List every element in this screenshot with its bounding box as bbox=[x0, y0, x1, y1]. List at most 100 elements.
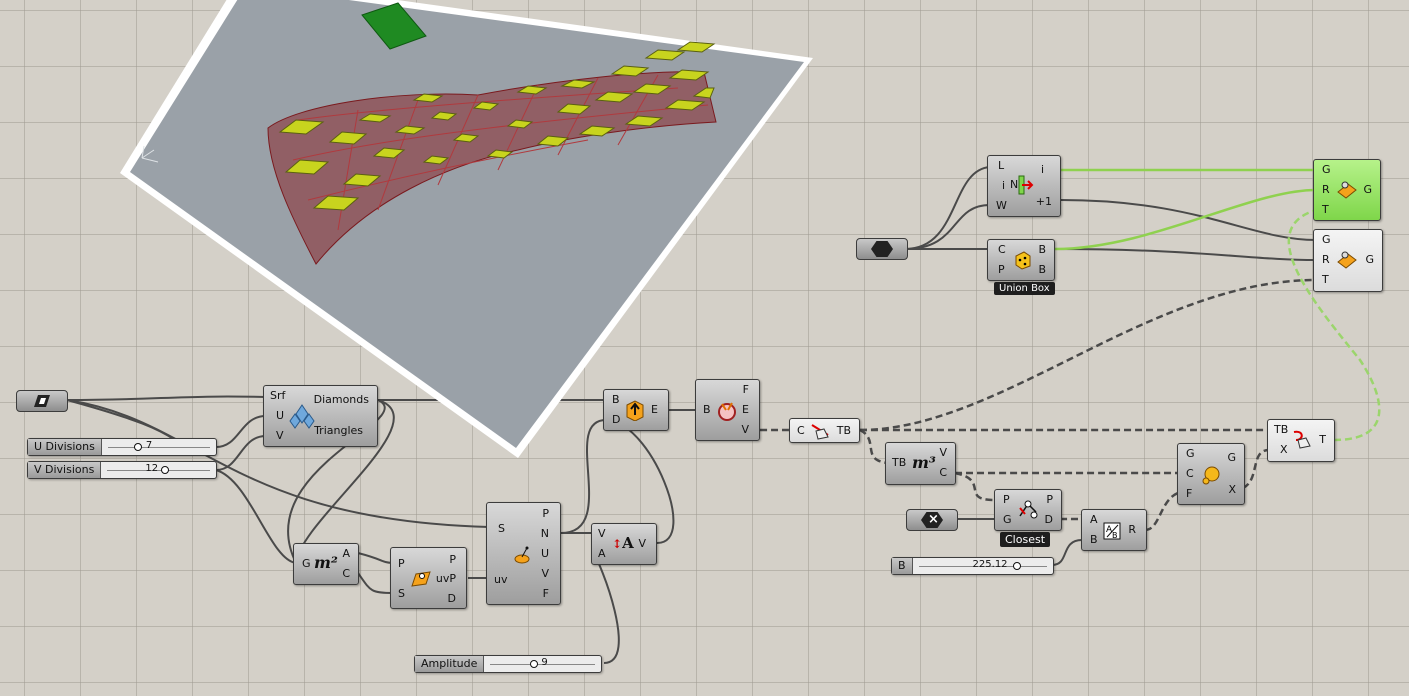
evaluate-surface-component[interactable]: S uv P N U V F bbox=[486, 502, 561, 605]
input-tb[interactable]: TB bbox=[1274, 423, 1289, 436]
goal-component[interactable]: G R T G bbox=[1313, 229, 1383, 292]
diamond-panels-component[interactable]: Srf U V Diamonds Triangles bbox=[263, 385, 378, 447]
slider-knob[interactable] bbox=[133, 443, 142, 451]
input-g[interactable]: G bbox=[1186, 447, 1195, 460]
input-p[interactable]: P bbox=[998, 263, 1005, 276]
output-f[interactable]: F bbox=[542, 587, 549, 600]
output-diamonds[interactable]: Diamonds bbox=[313, 393, 369, 406]
surface-param[interactable] bbox=[16, 390, 68, 412]
input-w[interactable]: W bbox=[996, 199, 1007, 212]
closest-component[interactable]: P G P D bbox=[994, 489, 1062, 531]
output-u[interactable]: U bbox=[540, 547, 549, 560]
area-component[interactable]: G m² A C bbox=[293, 543, 359, 585]
amplitude-component[interactable]: V A ↕A V bbox=[591, 523, 657, 565]
input-a[interactable]: A bbox=[598, 547, 606, 560]
input-d[interactable]: D bbox=[612, 413, 621, 426]
slider-knob[interactable] bbox=[1012, 562, 1021, 570]
deconstruct-brep-component[interactable]: B F E V bbox=[695, 379, 760, 441]
input-b[interactable]: B bbox=[1090, 533, 1098, 546]
output-n[interactable]: N bbox=[540, 527, 549, 540]
input-r[interactable]: R bbox=[1322, 183, 1330, 196]
list-item-component[interactable]: L i W N i +1 bbox=[987, 155, 1061, 217]
slider-track[interactable]: 12 bbox=[101, 462, 216, 478]
surface-closest-point-component[interactable]: P S P uvP D bbox=[390, 547, 467, 609]
output-c[interactable]: C bbox=[342, 567, 350, 580]
output-b[interactable]: B bbox=[1038, 243, 1046, 256]
slider-track[interactable]: 225.12 bbox=[913, 558, 1053, 574]
output-c[interactable]: C bbox=[939, 466, 947, 479]
u-divisions-slider[interactable]: U Divisions 7 bbox=[27, 438, 217, 456]
point-param[interactable]: × bbox=[906, 509, 958, 531]
output-v[interactable]: V bbox=[741, 423, 749, 436]
input-srf[interactable]: Srf bbox=[270, 389, 286, 402]
slider-track[interactable]: 7 bbox=[102, 439, 216, 455]
slider-knob[interactable] bbox=[530, 660, 539, 668]
v-divisions-slider[interactable]: V Divisions 12 bbox=[27, 461, 217, 479]
input-s[interactable]: S bbox=[498, 522, 505, 535]
output-r[interactable]: R bbox=[1128, 523, 1136, 536]
output-p[interactable]: P bbox=[449, 553, 456, 566]
slider-knob[interactable] bbox=[161, 466, 170, 474]
output-v[interactable]: V bbox=[939, 446, 947, 459]
input-i[interactable]: i bbox=[1002, 179, 1006, 192]
input-g[interactable]: G bbox=[302, 557, 311, 570]
output-b2[interactable]: B bbox=[1038, 263, 1046, 276]
slider-track[interactable]: 9 bbox=[484, 656, 601, 672]
input-uv[interactable]: uv bbox=[494, 573, 508, 586]
input-c[interactable]: C bbox=[998, 243, 1006, 256]
input-a[interactable]: A bbox=[1090, 513, 1098, 526]
output-v[interactable]: V bbox=[541, 567, 549, 580]
input-t[interactable]: T bbox=[1322, 203, 1329, 216]
output-e[interactable]: E bbox=[742, 403, 749, 416]
output-g[interactable]: G bbox=[1363, 183, 1372, 196]
input-g[interactable]: G bbox=[1003, 513, 1012, 526]
output-x[interactable]: X bbox=[1228, 483, 1236, 496]
input-s[interactable]: S bbox=[398, 587, 405, 600]
input-l[interactable]: L bbox=[998, 159, 1005, 172]
input-p[interactable]: P bbox=[398, 557, 405, 570]
input-v[interactable]: V bbox=[598, 527, 606, 540]
input-t[interactable]: T bbox=[1322, 273, 1329, 286]
input-g[interactable]: G bbox=[1322, 163, 1331, 176]
output-tb[interactable]: TB bbox=[836, 424, 851, 437]
output-t[interactable]: T bbox=[1319, 433, 1326, 446]
output-e[interactable]: E bbox=[651, 403, 658, 416]
volume-component[interactable]: TB m³ V C bbox=[885, 442, 956, 485]
output-uvp[interactable]: uvP bbox=[435, 572, 456, 585]
output-d[interactable]: D bbox=[447, 592, 456, 605]
input-b[interactable]: B bbox=[612, 393, 620, 406]
input-tb[interactable]: TB bbox=[892, 456, 907, 469]
input-c[interactable]: C bbox=[1186, 467, 1194, 480]
output-p[interactable]: P bbox=[542, 507, 549, 520]
geometry-param[interactable] bbox=[856, 238, 908, 260]
goal-component-selected[interactable]: G R T G bbox=[1313, 159, 1381, 221]
input-u[interactable]: U bbox=[276, 409, 285, 422]
output-p[interactable]: P bbox=[1046, 493, 1053, 506]
extrude-component[interactable]: B D E bbox=[603, 389, 669, 431]
input-b[interactable]: B bbox=[703, 403, 711, 416]
input-g[interactable]: G bbox=[1322, 233, 1331, 246]
output-g[interactable]: G bbox=[1365, 253, 1374, 266]
input-f[interactable]: F bbox=[1186, 487, 1193, 500]
input-p[interactable]: P bbox=[1003, 493, 1010, 506]
output-triangles[interactable]: Triangles bbox=[314, 424, 363, 437]
input-c[interactable]: C bbox=[797, 424, 805, 437]
solver-component[interactable]: G C F G X bbox=[1177, 443, 1245, 505]
amplitude-slider[interactable]: Amplitude 9 bbox=[414, 655, 602, 673]
output-d[interactable]: D bbox=[1044, 513, 1053, 526]
input-x[interactable]: X bbox=[1280, 443, 1288, 456]
output-a[interactable]: A bbox=[342, 547, 350, 560]
union-box-component[interactable]: C P B B bbox=[987, 239, 1055, 281]
transform-component[interactable]: TB X T bbox=[1267, 419, 1335, 462]
output-i[interactable]: i bbox=[1040, 163, 1044, 176]
input-v[interactable]: V bbox=[276, 429, 284, 442]
output-plus1[interactable]: +1 bbox=[1035, 195, 1052, 208]
output-f[interactable]: F bbox=[742, 383, 749, 396]
b-slider[interactable]: B 225.12 bbox=[891, 557, 1054, 575]
output-v[interactable]: V bbox=[638, 537, 646, 550]
collider-component[interactable]: C TB bbox=[789, 418, 860, 443]
output-g[interactable]: G bbox=[1227, 451, 1236, 464]
input-r[interactable]: R bbox=[1322, 253, 1330, 266]
rhino-viewport[interactable] bbox=[118, 0, 818, 460]
